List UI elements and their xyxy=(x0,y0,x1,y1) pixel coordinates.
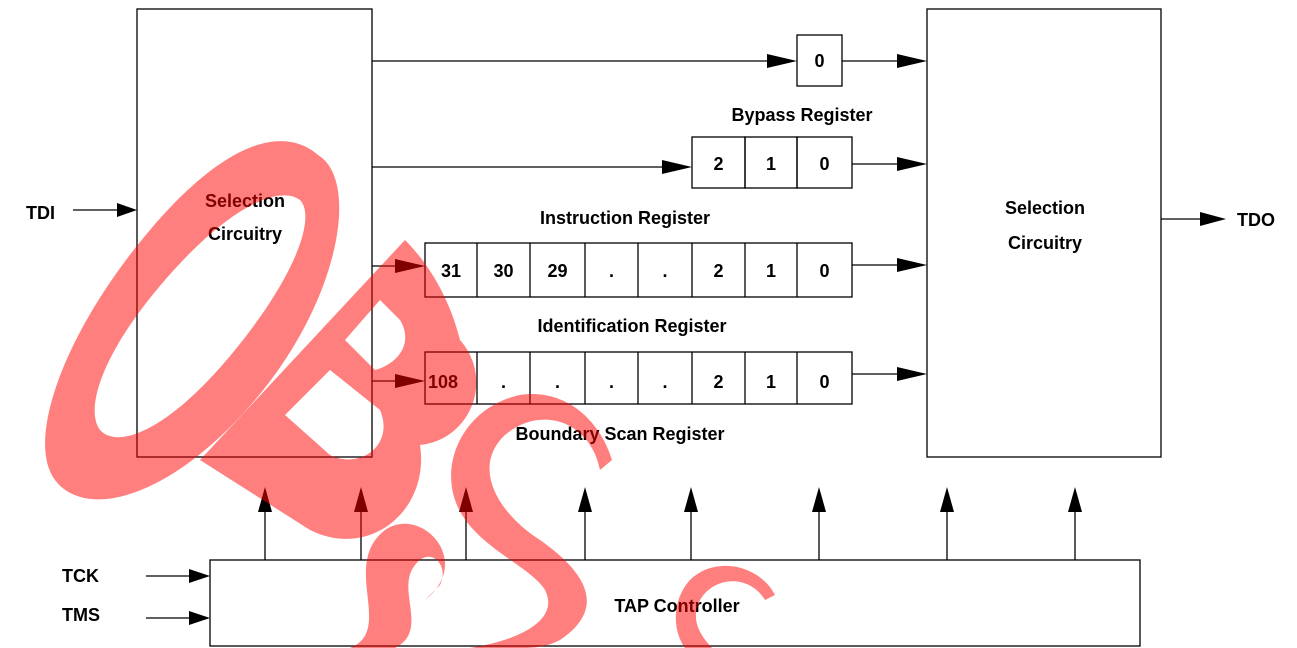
instruction-register-cell-text: 1 xyxy=(766,154,776,174)
bypass-register-label: Bypass Register xyxy=(731,105,872,125)
boundary-scan-register-cell: . xyxy=(501,372,506,392)
identification-register: 31 30 29 . . 2 1 0 xyxy=(424,242,853,298)
watermark-letter-s1 xyxy=(350,523,446,648)
boundary-scan-register-cell: 1 xyxy=(766,372,776,392)
tap-controller-block xyxy=(209,559,1141,647)
control-arrow xyxy=(684,487,698,560)
identification-register-cell: . xyxy=(662,261,667,281)
identification-register-cell: 1 xyxy=(766,261,776,281)
tms-arrow xyxy=(146,611,210,625)
to-instruction-arrow xyxy=(372,160,692,174)
boundary-scan-register-cell: . xyxy=(609,372,614,392)
instruction-register-cell xyxy=(796,136,853,189)
tck-arrow xyxy=(146,569,210,583)
output-selection-label-line1: Selection xyxy=(1005,198,1085,218)
from-instruction-arrow xyxy=(852,157,927,171)
boundary-scan-register-cell: . xyxy=(555,372,560,392)
boundary-scan-register: 108 . . . . 2 1 0 xyxy=(424,351,853,405)
instruction-register-cell-text: 0 xyxy=(819,154,829,174)
boundary-scan-register-cell: 2 xyxy=(713,372,723,392)
tck-label: TCK xyxy=(62,566,99,586)
watermark-letter-s2 xyxy=(451,394,612,648)
to-bypass-arrow xyxy=(372,54,797,68)
from-identification-arrow xyxy=(852,258,927,272)
control-arrow xyxy=(812,487,826,560)
watermark-letter-o xyxy=(45,141,340,500)
output-selection-label-line2: Circuitry xyxy=(1008,233,1082,253)
bypass-register: 0 xyxy=(796,34,843,87)
input-selection-label-line2: Circuitry xyxy=(208,224,282,244)
identification-register-cell: 29 xyxy=(547,261,567,281)
identification-register-cell: 0 xyxy=(819,261,829,281)
identification-register-cell: . xyxy=(609,261,614,281)
bypass-cell-0: 0 xyxy=(814,51,824,71)
instruction-register: 2 1 0 xyxy=(691,136,853,189)
identification-register-cell: 30 xyxy=(493,261,513,281)
instruction-register-cell-text: 2 xyxy=(713,154,723,174)
identification-register-cell: 31 xyxy=(441,261,461,281)
output-selection-block xyxy=(926,8,1162,458)
identification-register-label: Identification Register xyxy=(537,316,726,336)
boundary-scan-register-label: Boundary Scan Register xyxy=(515,424,724,444)
instruction-register-label: Instruction Register xyxy=(540,208,710,228)
obs-watermark xyxy=(45,141,775,648)
tdi-arrow xyxy=(73,203,137,217)
from-bypass-arrow xyxy=(842,54,927,68)
identification-register-cell: 2 xyxy=(713,261,723,281)
watermark-letter-s3 xyxy=(675,565,775,648)
boundary-scan-register-cell: . xyxy=(662,372,667,392)
tms-label: TMS xyxy=(62,605,100,625)
control-arrow xyxy=(940,487,954,560)
from-boundary-scan-arrow xyxy=(852,367,927,381)
watermark-letter-b xyxy=(200,240,477,539)
control-arrow xyxy=(578,487,592,560)
tdo-label: TDO xyxy=(1237,210,1275,230)
control-arrow xyxy=(1068,487,1082,560)
boundary-scan-register-cell: 0 xyxy=(819,372,829,392)
tdi-label: TDI xyxy=(26,203,55,223)
tdo-arrow xyxy=(1161,212,1226,226)
